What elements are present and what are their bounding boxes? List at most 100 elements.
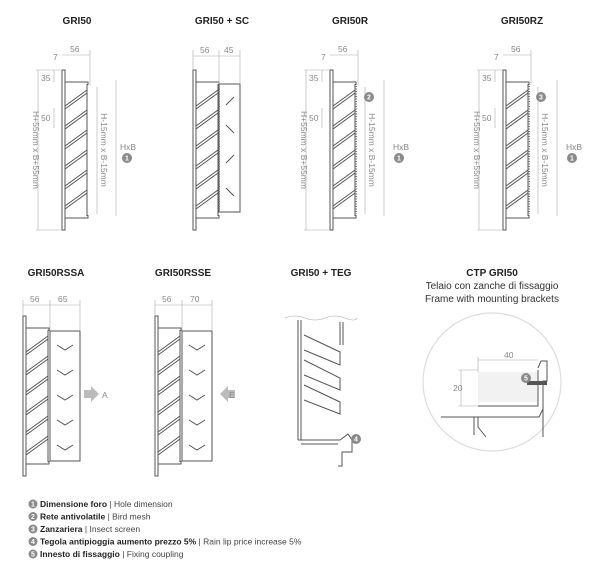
svg-text:Innesto di fissaggio | Fixing: Innesto di fissaggio | Fixing coupling bbox=[40, 549, 184, 559]
marker-2-icon bbox=[364, 92, 374, 102]
marker-text: 1 bbox=[31, 502, 35, 509]
legend-label-it: Innesto di fissaggio bbox=[40, 549, 120, 559]
dim-label: 35 bbox=[482, 73, 492, 83]
marker-3-icon bbox=[536, 92, 546, 102]
marker-4-icon bbox=[28, 537, 38, 546]
marker-text: 5 bbox=[31, 552, 35, 559]
dim-label: H+55mm x B+55mm bbox=[472, 111, 482, 189]
diagram-title: GRI50RSSE bbox=[155, 268, 211, 279]
separator: | bbox=[122, 549, 124, 559]
dim-label: 35 bbox=[309, 73, 319, 83]
dim-label: 65 bbox=[58, 294, 68, 304]
marker-text: 2 bbox=[367, 95, 371, 102]
separator: | bbox=[109, 499, 111, 509]
svg-text:Dimensione foro | Hole dimensi: Dimensione foro | Hole dimension bbox=[40, 499, 173, 509]
dim-label: 20 bbox=[453, 383, 463, 393]
dim-label: 50 bbox=[482, 113, 492, 123]
diagram-subtitle: Telaio con zanche di fissaggio bbox=[426, 281, 559, 292]
legend-label-en: Hole dimension bbox=[114, 499, 173, 509]
dim-label: 7 bbox=[321, 52, 326, 62]
legend: 1 Dimensione foro | Hole dimension 2 Ret… bbox=[28, 499, 302, 559]
legend-label-en: Rain lip price increase 5% bbox=[203, 537, 302, 547]
svg-text:Rete antivolatile | Bird mesh: Rete antivolatile | Bird mesh bbox=[40, 512, 151, 522]
marker-1-icon bbox=[394, 153, 404, 163]
svg-text:Tegola antipioggia aumento pre: Tegola antipioggia aumento prezzo 5% | R… bbox=[40, 537, 302, 547]
dim-label: H-15mm x B-15mm bbox=[540, 113, 550, 187]
diagram-gri50: GRI50 56 7 35 50 H+55mm x B+55mm H-15mm … bbox=[31, 16, 136, 231]
marker-4-icon bbox=[351, 434, 361, 444]
dim-label: HxB bbox=[120, 142, 136, 152]
legend-item: 2 Rete antivolatile | Bird mesh bbox=[28, 512, 151, 522]
dim-label: HxB bbox=[566, 142, 582, 152]
marker-2-icon bbox=[28, 512, 38, 521]
marker-text: 3 bbox=[31, 527, 35, 534]
legend-item: 3 Zanzariera | Insect screen bbox=[28, 524, 140, 534]
marker-5-icon bbox=[28, 549, 38, 559]
separator: | bbox=[108, 512, 110, 522]
diagram-title: GRI50RZ bbox=[501, 16, 543, 27]
diagram-title: GRI50 bbox=[63, 16, 92, 27]
dim-label: 70 bbox=[190, 294, 200, 304]
dim-label: 35 bbox=[41, 73, 51, 83]
arrow-left-icon bbox=[220, 386, 235, 402]
dim-label: H+55mm x B+55mm bbox=[31, 111, 41, 189]
legend-label-it: Rete antivolatile bbox=[40, 512, 105, 522]
legend-label-en: Fixing coupling bbox=[127, 549, 184, 559]
marker-text: 2 bbox=[31, 514, 35, 521]
marker-3-icon bbox=[28, 524, 38, 534]
dim-label: H-15mm x B-15mm bbox=[99, 113, 109, 187]
dim-label: 45 bbox=[224, 45, 234, 55]
legend-label-it: Tegola antipioggia aumento prezzo 5% bbox=[40, 537, 197, 547]
marker-text: 5 bbox=[524, 376, 528, 383]
legend-label-it: Zanzariera bbox=[40, 524, 83, 534]
dim-label: H-15mm x B-15mm bbox=[367, 113, 377, 187]
dim-label: 56 bbox=[30, 294, 40, 304]
marker-1-icon bbox=[122, 153, 132, 163]
marker-text: 1 bbox=[397, 156, 401, 163]
diagram-gri50-teg: GRI50 + TEG 4 bbox=[284, 268, 361, 467]
diagram-subtitle: Frame with mounting brackets bbox=[425, 294, 559, 305]
separator: | bbox=[199, 537, 201, 547]
legend-item: 1 Dimensione foro | Hole dimension bbox=[28, 499, 173, 509]
diagram-gri50rsse: GRI50RSSE E 56 70 bbox=[154, 268, 235, 477]
legend-label-en: Bird mesh bbox=[112, 512, 151, 522]
dim-label: 50 bbox=[41, 113, 51, 123]
marker-text: 4 bbox=[354, 437, 358, 444]
dim-label: 56 bbox=[511, 44, 521, 54]
dim-label: 56 bbox=[338, 44, 348, 54]
arrow-label: A bbox=[102, 390, 108, 400]
separator: | bbox=[85, 524, 87, 534]
dim-label: 7 bbox=[494, 52, 499, 62]
marker-text: 4 bbox=[31, 539, 35, 546]
diagram-gri50rz: GRI50RZ 56 7 35 50 H+55mm x B+55mm H-15m… bbox=[472, 16, 582, 231]
dim-label: 56 bbox=[200, 45, 210, 55]
marker-text: 1 bbox=[125, 156, 129, 163]
diagram-ctp-gri50: CTP GRI50 Telaio con zanche di fissaggio… bbox=[422, 268, 562, 452]
legend-label-en: Insect screen bbox=[90, 524, 141, 534]
legend-item: 4 Tegola antipioggia aumento prezzo 5% |… bbox=[28, 537, 302, 547]
dim-label: 7 bbox=[53, 52, 58, 62]
diagram-title: GRI50 + SC bbox=[195, 16, 249, 27]
diagram-gri50-sc: GRI50 + SC 56 45 bbox=[192, 16, 249, 231]
marker-text: 1 bbox=[570, 156, 574, 163]
dim-label: H+55mm x B+55mm bbox=[299, 111, 309, 189]
marker-1-icon bbox=[567, 153, 577, 163]
dim-label: HxB bbox=[393, 142, 409, 152]
dim-label: 56 bbox=[162, 294, 172, 304]
diagram-title: CTP GRI50 bbox=[466, 268, 518, 279]
dim-label: 56 bbox=[70, 44, 80, 54]
svg-text:Zanzariera | Insect screen: Zanzariera | Insect screen bbox=[40, 524, 140, 534]
dim-label: 40 bbox=[504, 350, 514, 360]
marker-text: 3 bbox=[539, 95, 543, 102]
arrow-right-icon bbox=[84, 386, 99, 402]
diagram-gri50rssa: GRI50RSSA A 56 65 bbox=[22, 268, 108, 477]
arrow-label: E bbox=[229, 390, 235, 400]
marker-5-icon bbox=[521, 373, 531, 383]
dim-label: 50 bbox=[309, 113, 319, 123]
diagram-gri50r: GRI50R 56 7 35 50 H+55mm x B+55mm H-15mm… bbox=[299, 16, 409, 231]
diagram-title: GRI50 + TEG bbox=[291, 268, 352, 279]
legend-item: 5 Innesto di fissaggio | Fixing coupling bbox=[28, 549, 184, 559]
marker-1-icon bbox=[28, 499, 38, 509]
diagram-title: GRI50RSSA bbox=[28, 268, 85, 279]
